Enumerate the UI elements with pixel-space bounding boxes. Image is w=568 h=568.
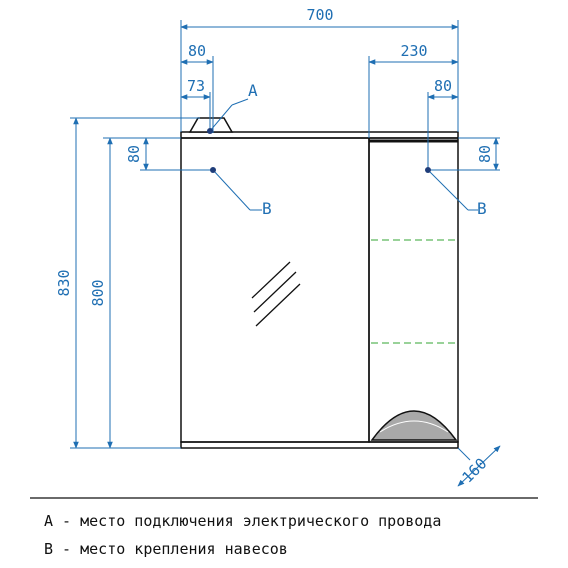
shelves xyxy=(371,239,456,344)
label-a: A xyxy=(248,81,258,100)
hanger-point-right xyxy=(425,167,431,173)
dim-right-section: 230 xyxy=(400,42,427,60)
dim-body-height: 800 xyxy=(89,279,107,306)
bottom-arc xyxy=(370,410,458,441)
mirror-reflection xyxy=(251,261,301,327)
dim-right-hanger-offset: 80 xyxy=(434,77,452,95)
wire-point-a xyxy=(207,128,213,134)
dim-left-hanger-drop: 80 xyxy=(125,145,143,163)
label-b-left: B xyxy=(262,199,272,218)
cabinet-outline xyxy=(180,131,459,449)
dim-overall-width: 700 xyxy=(306,6,333,24)
dim-right-hanger-drop: 80 xyxy=(476,145,494,163)
dim-total-height: 830 xyxy=(55,269,73,296)
dim-left-offset: 80 xyxy=(188,42,206,60)
hanger-point-left xyxy=(210,167,216,173)
lamp-housing xyxy=(188,117,234,133)
legend-item-a: А - место подключения электрического про… xyxy=(44,512,442,530)
label-b-right: B xyxy=(477,199,487,218)
attachment-points xyxy=(207,128,431,173)
dim-wire-offset: 73 xyxy=(187,77,205,95)
dimension-lines xyxy=(70,20,501,487)
legend-item-b: В - место крепления навесов xyxy=(44,540,288,558)
